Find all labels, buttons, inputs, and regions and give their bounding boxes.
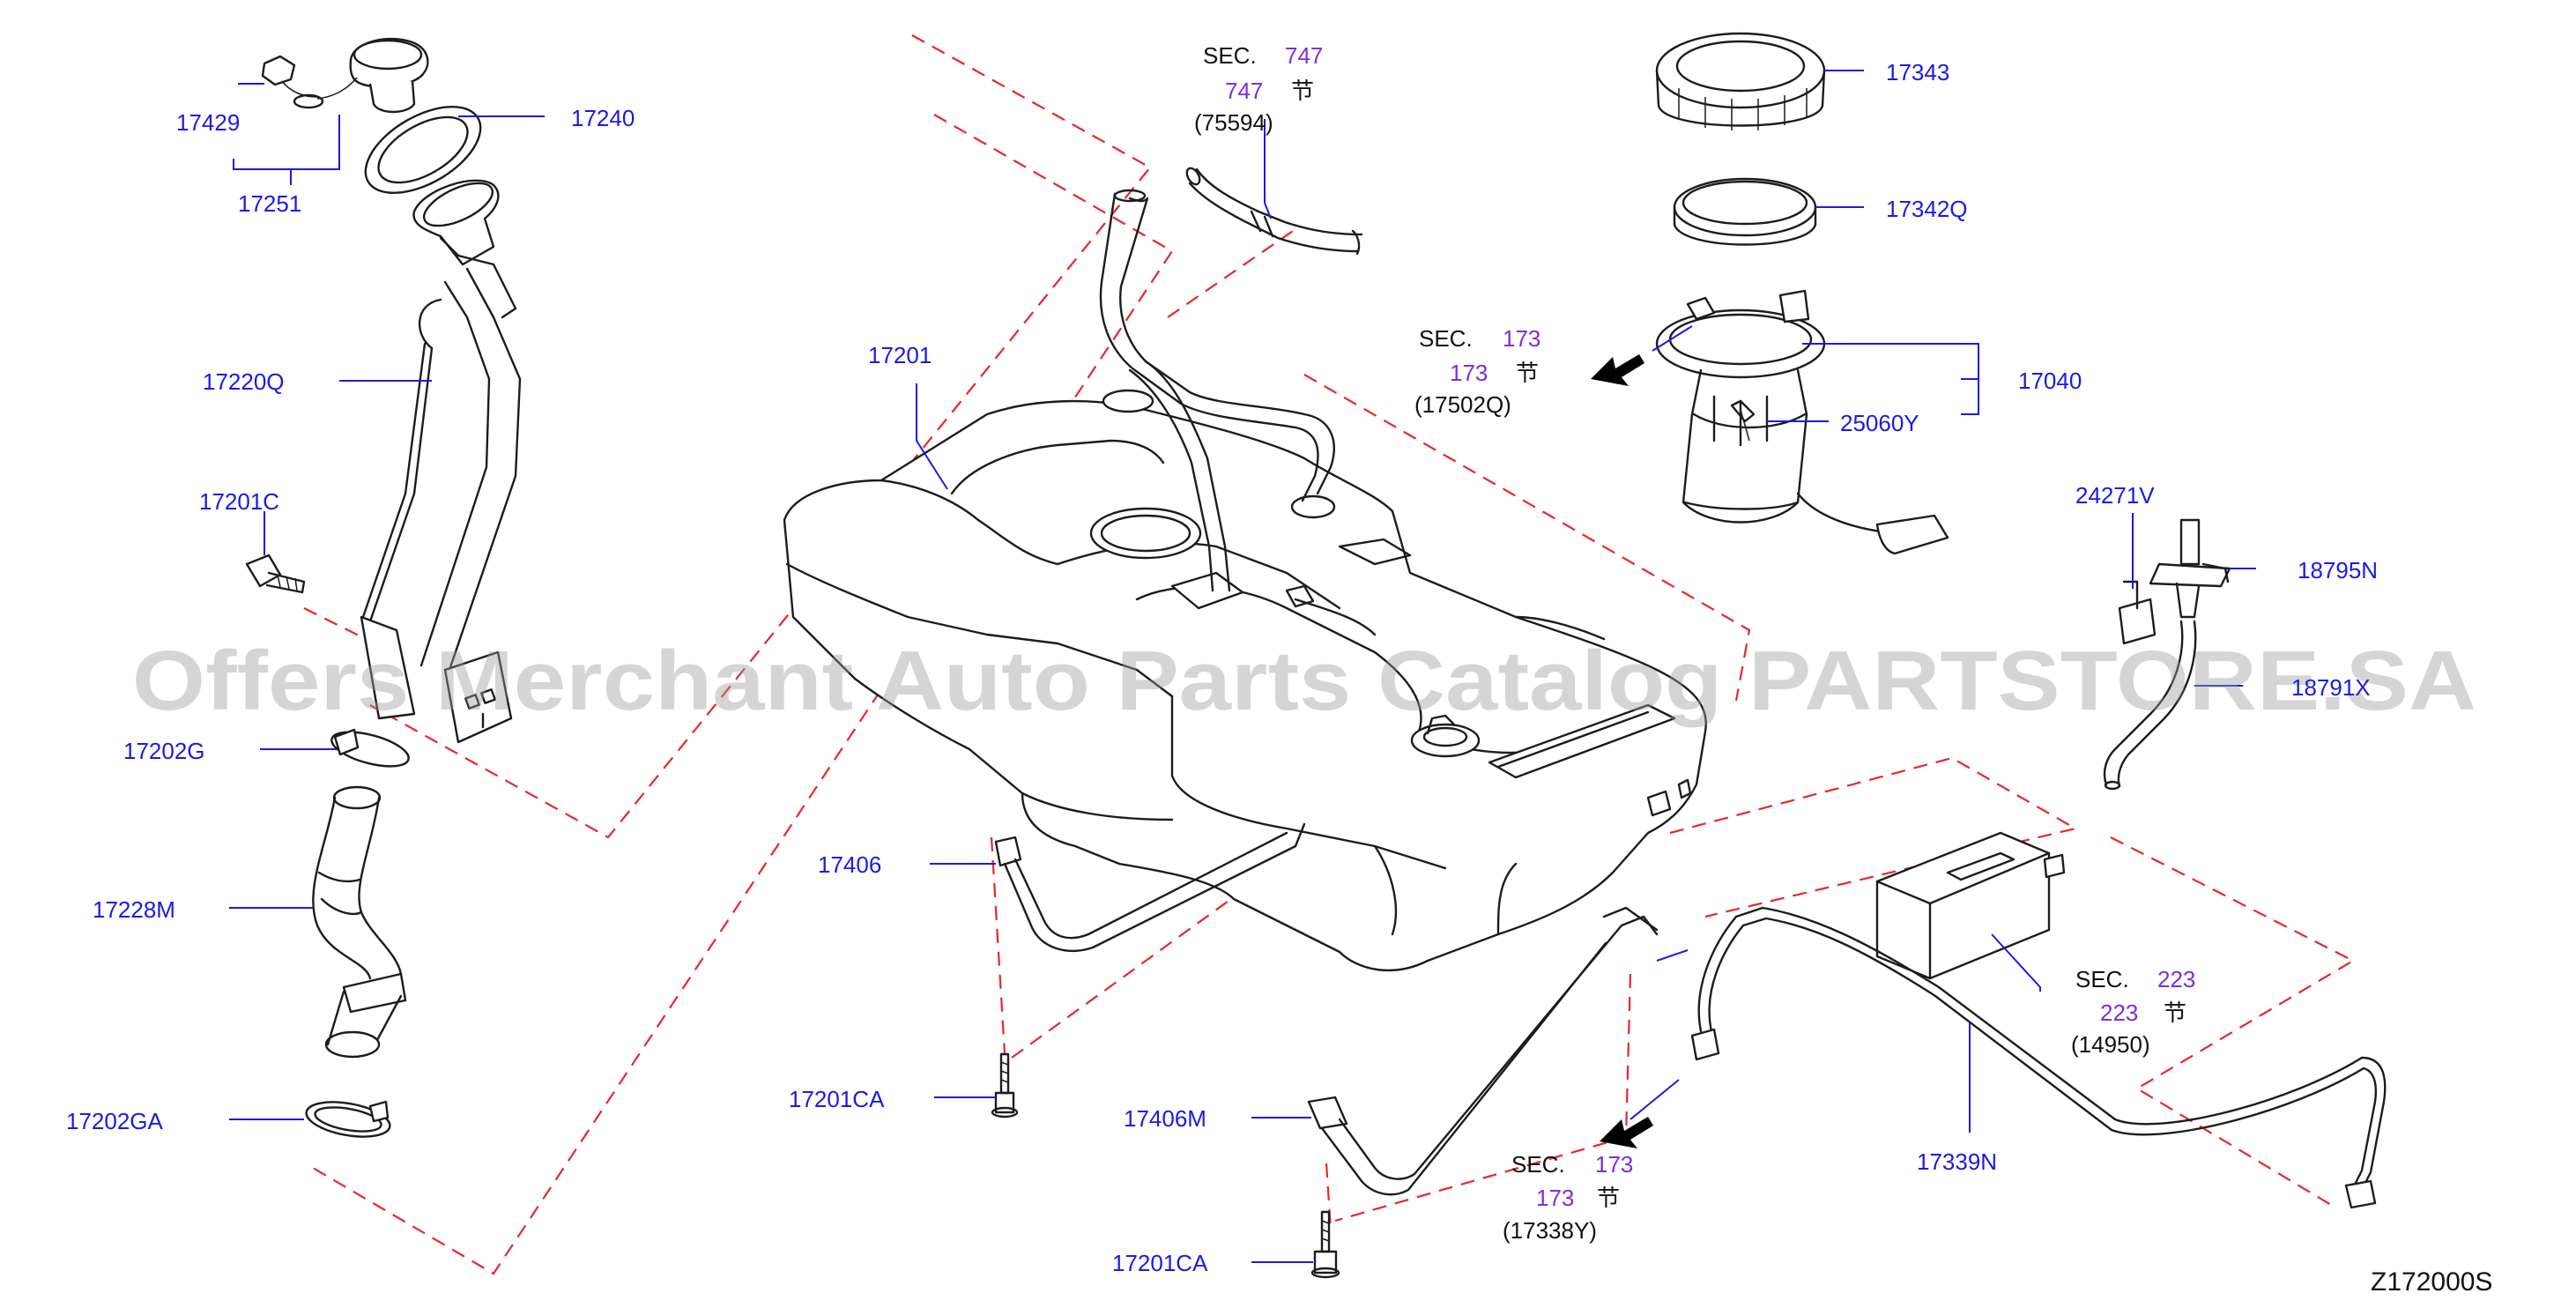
label-17040[interactable]: 17040	[2018, 368, 2082, 394]
label-17343[interactable]: 17343	[1886, 59, 1949, 85]
sec-number-repeat: 173	[1450, 360, 1488, 386]
fuel-level-sensor-25060Y[interactable]	[1730, 399, 1756, 442]
label-17339N[interactable]: 17339N	[1917, 1148, 1997, 1175]
arrow-icon-sec173b	[1600, 1117, 1653, 1148]
sec-suffix: 节	[2164, 1000, 2186, 1026]
label-18795N[interactable]: 18795N	[2298, 557, 2378, 583]
sec-number: 173	[1595, 1151, 1633, 1178]
label-17251[interactable]: 17251	[238, 190, 301, 217]
bolt-17201CA-upper[interactable]	[991, 1052, 1019, 1118]
part-labels: 17429 17240 17251 17220Q 17201C 17202G 1…	[66, 59, 2378, 1276]
label-24271V[interactable]: 24271V	[2075, 482, 2155, 509]
label-17429[interactable]: 17429	[176, 109, 240, 136]
sec-suffix: 节	[1597, 1185, 1620, 1211]
breather-hose-75594[interactable]	[1184, 166, 1363, 256]
bolt-17201CA-lower[interactable]	[1310, 1210, 1340, 1279]
gasket-17342Q[interactable]	[1673, 177, 1817, 246]
fuel-pump-17040[interactable]	[1655, 289, 1949, 555]
bolt-17201C[interactable]	[245, 554, 306, 594]
section-ref-173-lower[interactable]: SEC. 173 173 节 (17338Y)	[1503, 1151, 1633, 1244]
label-17201CA-lower[interactable]: 17201CA	[1112, 1250, 1208, 1276]
label-17201C[interactable]: 17201C	[199, 488, 279, 515]
filler-ring-17240[interactable]	[352, 89, 495, 211]
sec-number: 223	[2157, 966, 2195, 992]
sec-prefix: SEC.	[1203, 42, 1257, 69]
lock-ring-17343[interactable]	[1655, 32, 1826, 130]
sec-part-number: (75594)	[1194, 109, 1273, 136]
hose-18791X[interactable]	[2103, 620, 2197, 791]
filler-cap-group[interactable]	[261, 37, 429, 114]
fuel-tank-17201[interactable]	[783, 389, 1707, 972]
section-ref-173-upper[interactable]: SEC. 173 173 节 (17502Q)	[1414, 325, 1540, 418]
label-17202G[interactable]: 17202G	[123, 738, 205, 764]
hose-17228M[interactable]	[312, 785, 407, 1059]
sec-prefix: SEC.	[2075, 966, 2129, 992]
label-17406M[interactable]: 17406M	[1124, 1105, 1206, 1132]
sensor-18795N[interactable]	[2149, 518, 2231, 619]
sec-part-number: (14950)	[2071, 1031, 2150, 1058]
watermark-text: Offers Merchant Auto Parts Catalog PARTS…	[132, 634, 2476, 728]
canister-14950[interactable]	[1875, 831, 2066, 980]
section-ref-747[interactable]: SEC. 747 747 节 (75594)	[1194, 42, 1323, 136]
label-17240[interactable]: 17240	[571, 105, 635, 131]
label-17406[interactable]: 17406	[818, 851, 881, 878]
label-25060Y[interactable]: 25060Y	[1840, 410, 1919, 436]
sec-part-number: (17338Y)	[1503, 1217, 1597, 1244]
section-arrows	[1591, 354, 1653, 1148]
sec-number-repeat: 747	[1225, 78, 1263, 104]
sec-suffix: 节	[1516, 360, 1539, 386]
label-17342Q[interactable]: 17342Q	[1886, 196, 1968, 222]
strap-17406[interactable]	[994, 822, 1306, 952]
label-18791X[interactable]: 18791X	[2291, 674, 2371, 701]
arrow-icon-sec173a	[1591, 354, 1644, 386]
bracket-24271V[interactable]	[2118, 580, 2157, 645]
label-17228M[interactable]: 17228M	[93, 896, 175, 923]
label-17201[interactable]: 17201	[868, 342, 932, 368]
label-17201CA-upper[interactable]: 17201CA	[789, 1086, 885, 1112]
vent-tube[interactable]	[1099, 189, 1335, 592]
strap-17406M[interactable]	[1307, 906, 1659, 1196]
leader-lines	[229, 70, 2256, 1263]
section-ref-223[interactable]: SEC. 223 223 节 (14950)	[2071, 966, 2195, 1058]
filler-neck-17220Q[interactable]	[360, 175, 522, 744]
sec-part-number: (17502Q)	[1414, 391, 1511, 418]
sec-number-repeat: 173	[1536, 1185, 1574, 1211]
sec-number-repeat: 223	[2100, 1000, 2138, 1026]
clamp-17202G[interactable]	[328, 725, 412, 773]
sec-prefix: SEC.	[1511, 1151, 1565, 1178]
sec-suffix: 节	[1291, 78, 1314, 104]
sec-prefix: SEC.	[1419, 325, 1473, 352]
evap-tube-17339N[interactable]	[1690, 906, 2387, 1209]
label-17220Q[interactable]: 17220Q	[203, 368, 285, 395]
figure-code: Z172000S	[2371, 1267, 2492, 1297]
sec-number: 173	[1503, 325, 1540, 352]
label-17202GA[interactable]: 17202GA	[66, 1108, 164, 1134]
sec-number: 747	[1285, 42, 1323, 69]
clamp-17202GA[interactable]	[304, 1096, 393, 1142]
